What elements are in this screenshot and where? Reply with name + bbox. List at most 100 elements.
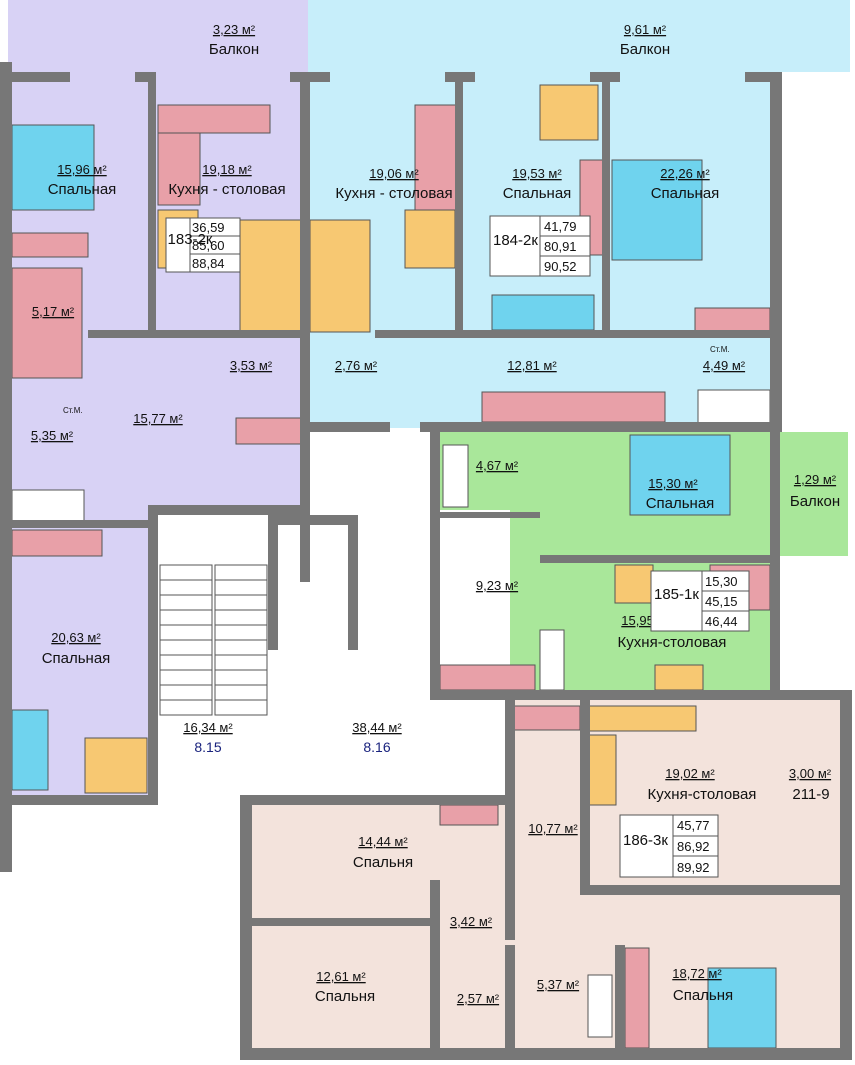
- wardrobe: [481, 391, 666, 423]
- room-area: 1,29 м²: [794, 472, 837, 487]
- room-area: 5,17 м²: [32, 304, 75, 319]
- wardrobe: [439, 664, 536, 691]
- room-area: 12,81 м²: [507, 358, 557, 373]
- room-name: Спальня: [673, 987, 733, 1004]
- bathtub: [697, 389, 771, 425]
- table: [404, 209, 456, 269]
- bathtub: [587, 974, 613, 1038]
- wardrobe: [624, 947, 650, 1049]
- room-area: 9,61 м²: [624, 22, 667, 37]
- room-area: 19,06 м²: [369, 166, 419, 181]
- room-area: 19,53 м²: [512, 166, 562, 181]
- room-name: Спальная: [503, 185, 572, 202]
- bathtub: [11, 489, 85, 523]
- room-area: 3,23 м²: [213, 22, 256, 37]
- apartment-value: 45,15: [705, 594, 738, 609]
- kitchen-counter: [309, 219, 371, 333]
- apartment-value: 46,44: [705, 614, 738, 629]
- kitchen-counter: [587, 705, 697, 732]
- apartment-code: 185-1к: [654, 586, 699, 603]
- apartment-184-info: 184-2к 41,79 80,91 90,52: [489, 215, 591, 277]
- apartment-value: 88,84: [192, 256, 225, 271]
- bed: [11, 124, 95, 211]
- apartment-183-info: 183-2к 36,59 85,60 88,84: [165, 217, 241, 273]
- room-name: Кухня-столовая: [618, 634, 727, 651]
- room-name: Спальная: [42, 650, 111, 667]
- stair-code: 8.16: [363, 739, 390, 755]
- sofa: [11, 529, 103, 557]
- wardrobe: [694, 307, 771, 334]
- apartment-185-info: 185-1к 15,30 45,15 46,44: [650, 570, 750, 632]
- room-name: Кухня - столовая: [335, 185, 452, 202]
- common-hall-zone: [155, 510, 510, 800]
- apartment-value: 45,77: [677, 818, 710, 833]
- desk: [539, 84, 599, 141]
- kitchen-counter: [587, 734, 617, 806]
- sofa: [235, 417, 303, 445]
- kitchen-counter: [654, 664, 704, 691]
- wc-tag: Ст.М.: [710, 345, 730, 354]
- room-name: 211-9: [792, 786, 829, 803]
- room-area: 10,77 м²: [528, 821, 578, 836]
- balcony-zone-left: [8, 0, 308, 72]
- room-area: 15,30 м²: [648, 476, 698, 491]
- wardrobe: [511, 705, 581, 731]
- bed: [491, 294, 595, 331]
- room-name: Спальная: [646, 495, 715, 512]
- room-area: 22,26 м²: [660, 166, 710, 181]
- balcony-zone-right: [308, 0, 850, 72]
- room-area: 19,02 м²: [665, 766, 715, 781]
- room-name: Спальня: [315, 988, 375, 1005]
- room-name: Кухня - столовая: [168, 181, 285, 198]
- room-area: 16,34 м²: [183, 720, 233, 735]
- desk: [84, 737, 148, 794]
- apartment-value: 80,91: [544, 239, 577, 254]
- kitchen-counter: [539, 629, 565, 691]
- apartment-value: 86,92: [677, 839, 710, 854]
- room-area: 3,42 м²: [450, 914, 493, 929]
- room-name: Балкон: [790, 493, 840, 510]
- room-name: Балкон: [209, 41, 259, 58]
- stair-code: 8.15: [194, 739, 221, 755]
- apartment-186-zone-lower: [250, 800, 510, 1055]
- room-area: 19,18 м²: [202, 162, 252, 177]
- room-area: 4,49 м²: [703, 358, 746, 373]
- room-name: Спальня: [353, 854, 413, 871]
- room-name: Балкон: [620, 41, 670, 58]
- room-area: 3,00 м²: [789, 766, 832, 781]
- room-area: 20,63 м²: [51, 630, 101, 645]
- room-area: 5,37 м²: [537, 977, 580, 992]
- bed: [11, 709, 49, 791]
- room-area: 2,76 м²: [335, 358, 378, 373]
- room-area: 2,57 м²: [457, 991, 500, 1006]
- room-area: 4,67 м²: [476, 458, 519, 473]
- apartment-value: 15,30: [705, 574, 738, 589]
- room-area: 38,44 м²: [352, 720, 402, 735]
- bathtub: [442, 444, 469, 508]
- wc-tags: Ст.М. Ст.М.: [63, 345, 730, 415]
- apartment-code: 183-2к: [168, 231, 213, 248]
- sofa: [11, 232, 89, 258]
- table: [614, 564, 654, 604]
- stairs: [159, 564, 268, 716]
- wardrobe: [11, 267, 83, 379]
- walls: [0, 62, 852, 1060]
- apartment-code: 184-2к: [493, 232, 538, 249]
- apartment-value: 89,92: [677, 860, 710, 875]
- wardrobe: [439, 804, 499, 826]
- wc-tag: Ст.М.: [63, 406, 83, 415]
- bed: [611, 159, 703, 261]
- room-area: 14,44 м²: [358, 834, 408, 849]
- sofa: [157, 104, 271, 134]
- room-area: 18,72 м²: [672, 966, 722, 981]
- room-area: 9,23 м²: [476, 578, 519, 593]
- apartment-code: 186-3к: [623, 832, 668, 849]
- kitchen-counter: [239, 219, 306, 333]
- room-area: 3,53 м²: [230, 358, 273, 373]
- room-area: 15,96 м²: [57, 162, 107, 177]
- room-area: 12,61 м²: [316, 969, 366, 984]
- bed: [629, 434, 731, 516]
- room-name: Спальная: [651, 185, 720, 202]
- apartment-value: 85,60: [192, 238, 225, 253]
